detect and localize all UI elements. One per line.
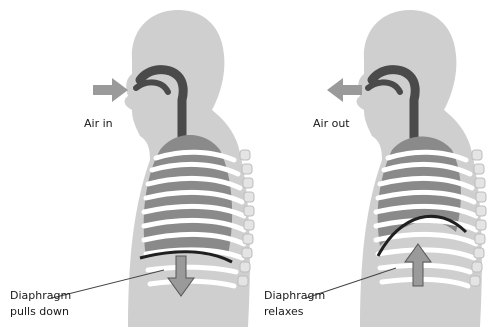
diaphragm-relaxes-label: Diaphragm relaxes: [264, 288, 325, 320]
diaphragm-pulls-down-label: Diaphragm pulls down: [10, 288, 71, 320]
inhale-figure: [52, 10, 254, 327]
air-out-arrow-icon: [327, 78, 362, 102]
exhale-figure: [306, 10, 486, 327]
diaphragm-label-line2-left: pulls down: [10, 304, 71, 320]
diaphragm-label-line1-right: Diaphragm: [264, 288, 325, 304]
air-in-arrow-icon: [93, 78, 128, 102]
air-out-label: Air out: [313, 116, 350, 132]
air-in-label: Air in: [84, 116, 113, 132]
diaphragm-label-line2-right: relaxes: [264, 304, 325, 320]
diaphragm-label-line1-left: Diaphragm: [10, 288, 71, 304]
